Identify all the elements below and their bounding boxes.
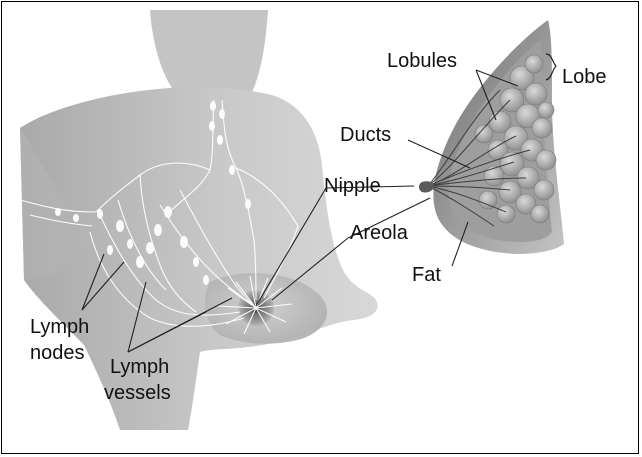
label-lymph-vessels-line1: Lymph	[110, 356, 169, 378]
label-ducts: Ducts	[340, 124, 391, 146]
label-lymph-nodes-line1: Lymph	[30, 316, 89, 338]
label-areola: Areola	[350, 222, 408, 244]
label-fat: Fat	[412, 264, 441, 286]
label-lobules: Lobules	[387, 50, 457, 72]
label-lobe: Lobe	[562, 66, 607, 88]
label-lymph-nodes-line2: nodes	[30, 342, 85, 364]
label-lymph-vessels-line2: vessels	[104, 382, 171, 404]
label-nipple: Nipple	[324, 175, 381, 197]
